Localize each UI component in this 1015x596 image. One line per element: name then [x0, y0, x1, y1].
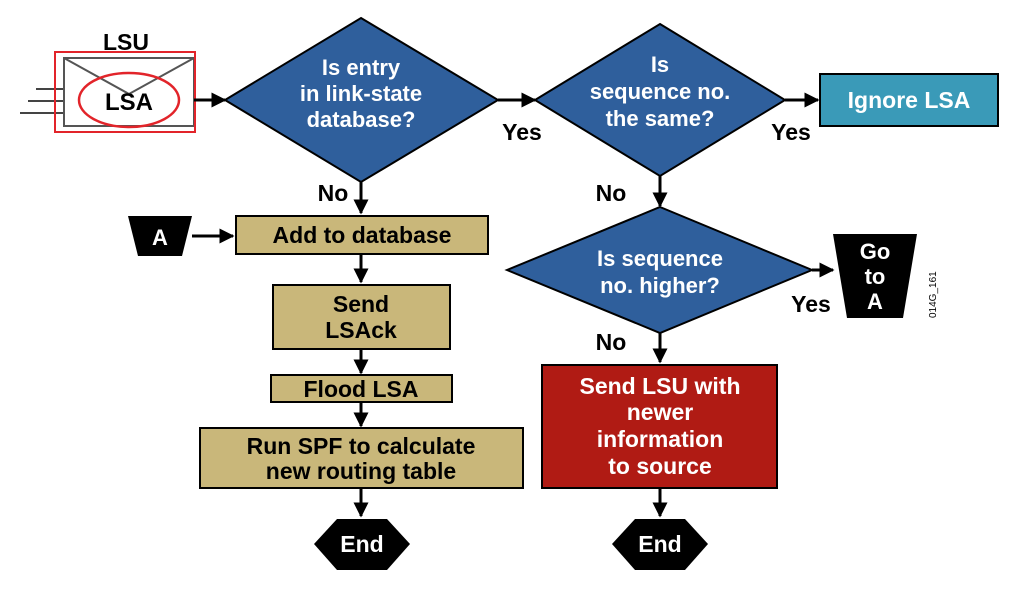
box-ignore-lsa: Ignore LSA: [819, 73, 999, 127]
decision-higher-line1: Is sequence: [597, 246, 723, 271]
flood-lsa-label: Flood LSA: [304, 376, 419, 402]
decision-entry-line2: in link-state: [300, 81, 422, 106]
process-box: [541, 364, 778, 489]
run-spf-line2: new routing table: [266, 458, 456, 484]
connector-trapezoid: [128, 216, 192, 256]
decision-entry-line3: database?: [307, 107, 416, 132]
send-lsu-line4: to source: [608, 453, 712, 479]
run-spf-line1: Run SPF to calculate: [247, 433, 476, 459]
send-lsu-line3: information: [597, 426, 724, 452]
lsu-envelope: LSU LSA: [20, 29, 341, 133]
envelope-lsu-label: LSU: [103, 29, 149, 55]
process-box: [272, 284, 451, 350]
label-yes-1: Yes: [502, 119, 542, 145]
decision-seq-same: Is sequence no. the same?: [533, 22, 787, 178]
label-yes-3: Yes: [791, 291, 831, 317]
decision-diamond: [504, 205, 815, 335]
connector-trapezoid: [833, 234, 917, 318]
label-no-3: No: [596, 329, 627, 355]
decision-same-line3: the same?: [606, 106, 715, 131]
process-box: [819, 73, 999, 127]
envelope-lsa-label: LSA: [105, 89, 153, 116]
terminal-end-right: End: [612, 519, 708, 570]
connector-a-in: A: [128, 216, 192, 256]
decision-higher-line2: no. higher?: [600, 273, 720, 298]
ignore-lsa-label: Ignore LSA: [848, 87, 971, 113]
label-no-1: No: [318, 180, 349, 206]
add-database-label: Add to database: [273, 222, 452, 248]
send-lsu-line1: Send LSU with: [580, 373, 741, 399]
decision-diamond: [533, 22, 787, 178]
end-left-label: End: [340, 531, 383, 557]
box-add-database: Add to database: [235, 215, 489, 255]
goto-a-line1: Go: [860, 239, 891, 264]
decision-entry-line1: Is entry: [322, 55, 401, 80]
box-run-spf: Run SPF to calculate new routing table: [199, 427, 524, 489]
terminal-end-left: End: [314, 519, 410, 570]
envelope-flap: [63, 57, 195, 96]
connector-goto-a: Go to A: [833, 234, 917, 318]
process-box: [199, 427, 524, 489]
decision-entry-in-db: Is entry in link-state database?: [223, 16, 500, 184]
figure-code: 014G_161: [928, 271, 939, 318]
goto-a-line2: to: [865, 264, 886, 289]
decision-diamond: [223, 16, 500, 184]
flow-arrows: [192, 92, 835, 518]
box-send-lsack: Send LSAck: [272, 284, 451, 350]
decision-same-line1: Is: [651, 52, 669, 77]
lsa-highlight-circle: [77, 71, 181, 129]
process-box: [270, 374, 453, 403]
send-lsack-line2: LSAck: [325, 317, 397, 343]
connector-a-label: A: [152, 225, 168, 250]
process-box: [235, 215, 489, 255]
goto-a-line3: A: [867, 289, 883, 314]
send-lsack-line1: Send: [333, 291, 389, 317]
terminal-hexagon: [612, 519, 708, 570]
box-send-lsu: Send LSU with newer information to sourc…: [541, 364, 778, 489]
send-lsu-line2: newer: [627, 399, 694, 425]
terminal-hexagon: [314, 519, 410, 570]
label-no-2: No: [596, 180, 627, 206]
decision-same-line2: sequence no.: [590, 79, 731, 104]
end-right-label: End: [638, 531, 681, 557]
box-flood-lsa: Flood LSA: [270, 374, 453, 403]
decision-seq-higher: Is sequence no. higher?: [504, 205, 815, 335]
lsu-highlight-box: [54, 51, 196, 133]
label-yes-2: Yes: [771, 119, 811, 145]
